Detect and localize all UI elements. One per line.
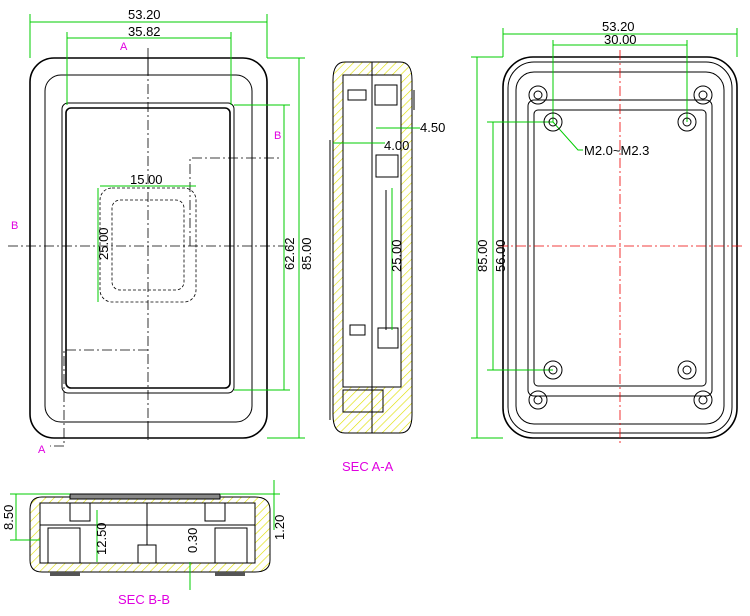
screw-boss-icon xyxy=(677,360,697,380)
section-a-wall-outer-dim: 4.50 xyxy=(420,120,445,135)
section-a-wall-inner-dim: 4.00 xyxy=(384,138,409,153)
section-mark-a-bottom: A xyxy=(38,444,46,456)
section-b-gap-dim: 0.30 xyxy=(185,528,200,553)
back-height-outer-dim: 85.00 xyxy=(475,239,490,272)
section-mark-b-left: B xyxy=(11,220,18,232)
section-mark-a-top: A xyxy=(120,41,128,53)
screw-boss-icon xyxy=(543,112,563,132)
screw-boss-icon xyxy=(543,360,563,380)
section-a-title: SEC A-A xyxy=(342,459,394,474)
screw-boss-icon xyxy=(528,390,548,410)
front-height-outer-dim: 85.00 xyxy=(299,237,314,270)
front-width-inner-dim: 35.82 xyxy=(128,24,161,39)
section-b-title: SEC B-B xyxy=(118,592,170,607)
front-window-height-dim: 25.00 xyxy=(96,227,111,260)
screw-bosses xyxy=(528,85,713,410)
screw-boss-icon xyxy=(677,112,697,132)
back-width-outer-dim: 53.20 xyxy=(602,19,635,34)
section-b-thickness-dim: 8.50 xyxy=(1,505,16,530)
back-view xyxy=(471,28,742,445)
front-view xyxy=(8,14,305,447)
screw-boss-icon xyxy=(693,390,713,410)
section-a-view xyxy=(329,61,420,434)
section-mark-b-right: B xyxy=(274,130,281,142)
section-b-depth-dim: 12.50 xyxy=(94,522,109,555)
section-b-rim-dim: 1.20 xyxy=(272,515,287,540)
section-b-view xyxy=(10,480,280,590)
section-a-height-dim: 25.00 xyxy=(389,239,404,272)
front-width-outer-dim: 53.20 xyxy=(128,7,161,22)
screw-boss-icon xyxy=(528,85,548,105)
front-window-width-dim: 15.00 xyxy=(130,172,163,187)
back-hole-spacing-y-dim: 56.00 xyxy=(493,239,508,272)
front-height-inner-dim: 62.62 xyxy=(282,237,297,270)
screw-size-label: M2.0~M2.3 xyxy=(584,143,649,158)
back-hole-spacing-x-dim: 30.00 xyxy=(604,32,637,47)
screw-boss-icon xyxy=(693,85,713,105)
